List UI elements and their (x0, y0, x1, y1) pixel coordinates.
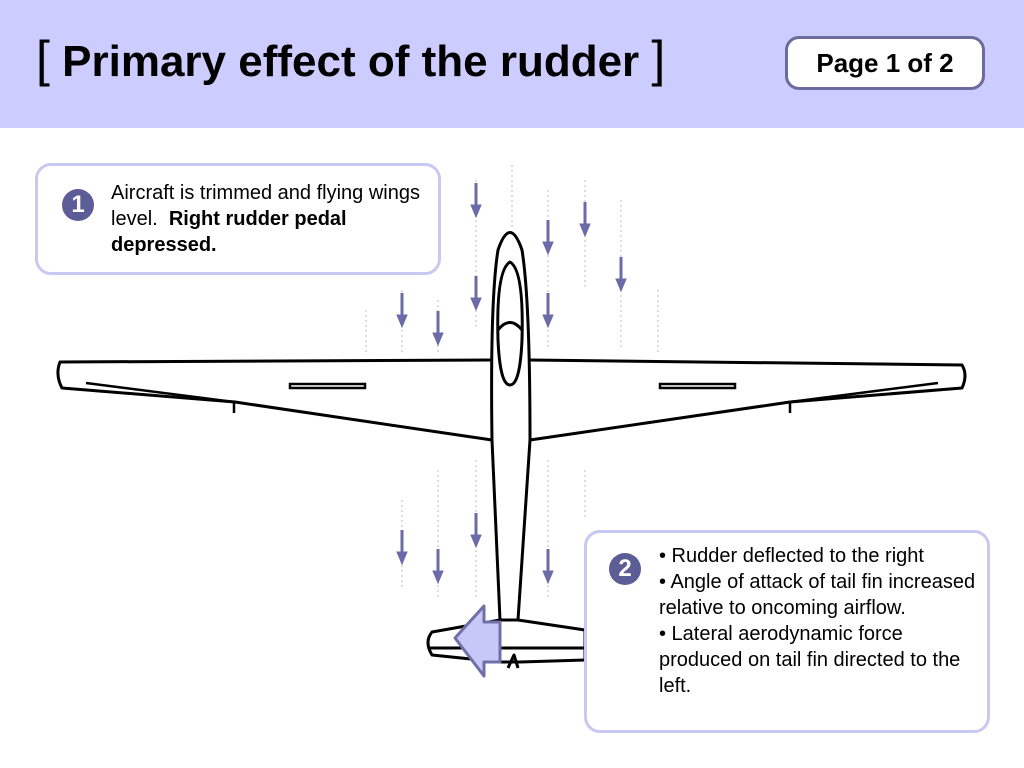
step1-bold: Right rudder pedal depressed. (111, 208, 347, 256)
lateral-force-arrow (453, 604, 502, 678)
bracket-close: ] (651, 31, 666, 87)
bullet: • Lateral aerodynamic force produced on … (659, 623, 961, 697)
header-bar: [ Primary effect of the rudder ] Page 1 … (0, 0, 1024, 128)
airflow-arrowhead (542, 314, 554, 329)
airflow-arrowhead (396, 551, 408, 566)
airflow-arrowhead (470, 534, 482, 549)
airflow-arrowhead (432, 332, 444, 347)
bracket-open: [ (36, 31, 50, 87)
step1-callout: 1 Aircraft is trimmed and flying wings l… (35, 163, 441, 275)
bullet: • Angle of attack of tail fin increased … (659, 571, 976, 619)
step-number-badge: 2 (609, 553, 641, 585)
step-number-badge: 1 (62, 189, 94, 221)
airflow-arrowhead (432, 570, 444, 585)
airflow-arrowhead (396, 314, 408, 329)
title-text: Primary effect of the rudder (62, 37, 640, 86)
airflow-arrowhead (470, 204, 482, 219)
step1-text: Aircraft is trimmed and flying wings lev… (111, 180, 431, 258)
step2-text: • Rudder deflected to the right • Angle … (659, 543, 979, 699)
airflow-arrowhead (579, 223, 591, 238)
airflow-arrowhead (470, 297, 482, 312)
airflow-arrowhead (542, 570, 554, 585)
step1-normal: Aircraft is trimmed and flying wings lev… (111, 182, 420, 230)
page-title: [ Primary effect of the rudder ] (36, 30, 665, 88)
airflow-arrowhead (542, 241, 554, 256)
step2-callout: 2 • Rudder deflected to the right • Angl… (584, 530, 990, 733)
bullet: • Rudder deflected to the right (659, 545, 924, 567)
page-indicator: Page 1 of 2 (785, 36, 985, 90)
glider-outline (56, 231, 967, 669)
airflow-arrowhead (615, 278, 627, 293)
